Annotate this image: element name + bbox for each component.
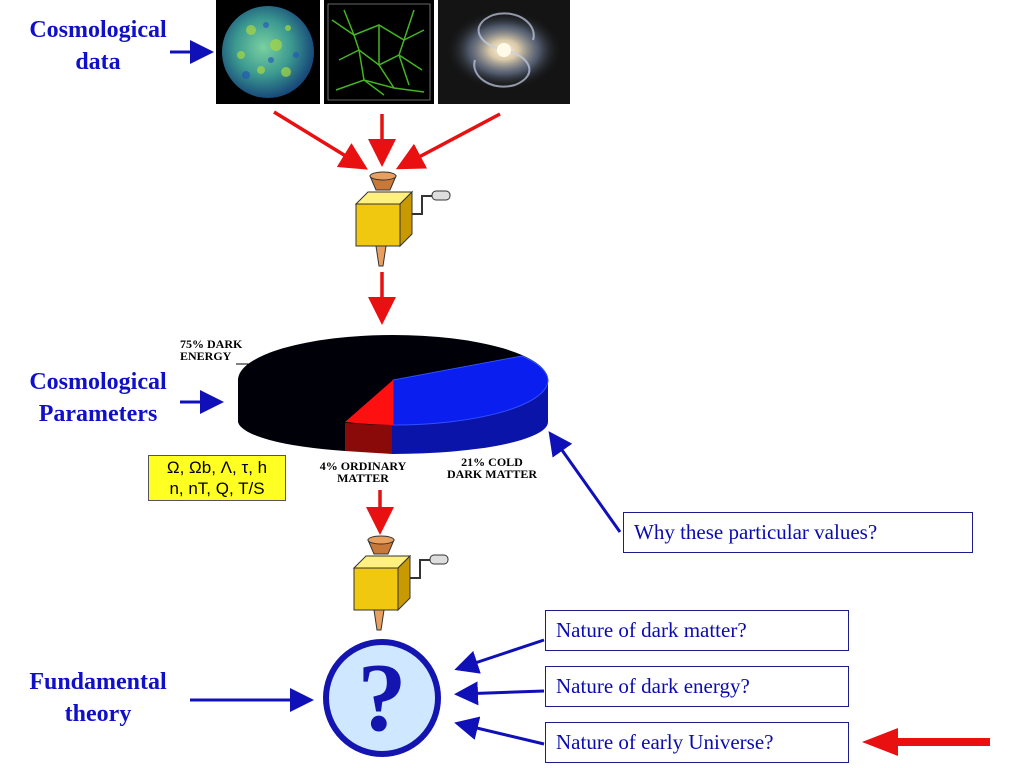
question-mark: ?	[357, 644, 407, 752]
red-arrow-left	[273, 110, 368, 170]
pie-label-line: 4% ORDINARY	[319, 459, 407, 473]
box-text: Nature of dark matter?	[556, 618, 747, 642]
parameters-box: Ω, Ωb, Λ, τ, h n, nT, Q, T/S	[148, 455, 286, 501]
label-line: theory	[64, 701, 132, 727]
early-universe-box: Nature of early Universe?	[545, 722, 849, 763]
pie-label-line: MATTER	[337, 471, 389, 485]
cosmological-data-label: Cosmological data	[12, 14, 184, 78]
parameters-line: n, nT, Q, T/S	[169, 479, 265, 498]
dark-energy-box: Nature of dark energy?	[545, 666, 849, 707]
highlight-arrow-icon	[862, 728, 990, 756]
label-line: data	[75, 49, 121, 75]
label-line: Parameters	[38, 401, 158, 427]
question-circle	[323, 639, 441, 757]
label-line: Fundamental	[29, 669, 167, 695]
dark-energy-label: 75% DARK ENERGY	[180, 338, 242, 362]
cmb-sphere-image	[216, 0, 320, 104]
processing-machine-icon	[352, 535, 449, 631]
box-text: Nature of dark energy?	[556, 674, 750, 698]
pie-label-line: 75% DARK	[180, 337, 243, 351]
label-line: Cosmological	[29, 369, 167, 395]
box-text: Nature of early Universe?	[556, 730, 774, 754]
red-arrow-right	[395, 112, 501, 170]
dark-matter-box: Nature of dark matter?	[545, 610, 849, 651]
cosmic-web-simulation-image	[324, 0, 434, 104]
pie-label-line: DARK MATTER	[446, 467, 538, 481]
spiral-galaxy-image	[438, 0, 570, 104]
pie-slice-ordinary	[345, 380, 393, 425]
dark-matter-arrow	[454, 638, 545, 674]
pie-label-line: 21% COLD	[461, 455, 523, 469]
pie-slice-dark-matter	[392, 355, 549, 426]
why-values-arrow	[548, 431, 622, 533]
pie-label-line: ENERGY	[180, 349, 232, 363]
composition-pie-chart	[238, 335, 549, 455]
ordinary-matter-label: 4% ORDINARY MATTER	[300, 460, 426, 484]
dark-energy-arrow	[454, 681, 545, 706]
processing-machine-icon	[354, 171, 451, 267]
box-text: Why these particular values?	[634, 520, 878, 544]
why-values-box: Why these particular values?	[623, 512, 973, 553]
early-universe-arrow	[454, 716, 545, 746]
cold-dark-matter-label: 21% COLD DARK MATTER	[434, 456, 550, 480]
parameters-line: Ω, Ωb, Λ, τ, h	[166, 458, 268, 477]
cosmological-parameters-label: Cosmological Parameters	[12, 366, 184, 430]
fundamental-theory-label: Fundamental theory	[12, 666, 184, 730]
label-line: Cosmological	[29, 17, 167, 43]
